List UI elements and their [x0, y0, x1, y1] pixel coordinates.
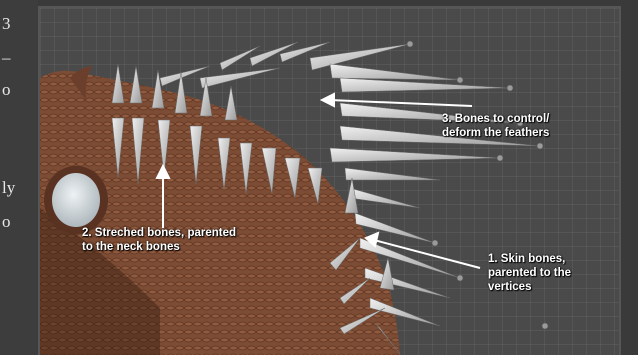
3d-viewport[interactable]: 3. Bones to control/ deform the feathers… [40, 8, 619, 355]
armature-scene [40, 8, 619, 355]
eye [52, 173, 100, 227]
annotation-stretched-bones: 2. Streched bones, parented to the neck … [82, 226, 236, 254]
left-fragment: 3 [2, 14, 11, 34]
left-fragment: – [2, 48, 11, 68]
annotation-skin-bones: 1. Skin bones, parented to the vertices [488, 252, 571, 294]
left-text-panel: 3 – o ly o [0, 0, 38, 355]
right-margin [621, 0, 638, 355]
annotation-feather-bones: 3. Bones to control/ deform the feathers [442, 112, 549, 140]
left-fragment: o [2, 80, 11, 100]
viewport-frame: 3. Bones to control/ deform the feathers… [38, 6, 621, 355]
left-fragment: o [2, 212, 11, 232]
left-fragment: ly [2, 178, 15, 198]
